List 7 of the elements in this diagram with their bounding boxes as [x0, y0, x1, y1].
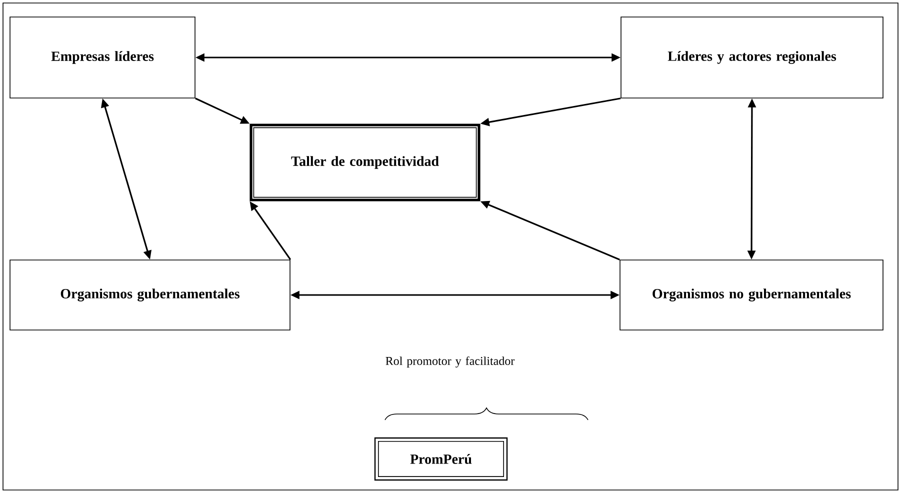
note: Rol promotor y facilitador: [386, 356, 515, 368]
process-box: PromPerú: [374, 437, 508, 481]
process-box: Empresas líderes: [10, 16, 196, 98]
process-box: Líderes y actores regionales: [620, 16, 884, 98]
process-box: Organismos no gubernamentales: [620, 260, 884, 330]
process-box: Taller de competitividad: [250, 124, 480, 202]
process-box: Organismos gubernamentales: [10, 260, 290, 330]
